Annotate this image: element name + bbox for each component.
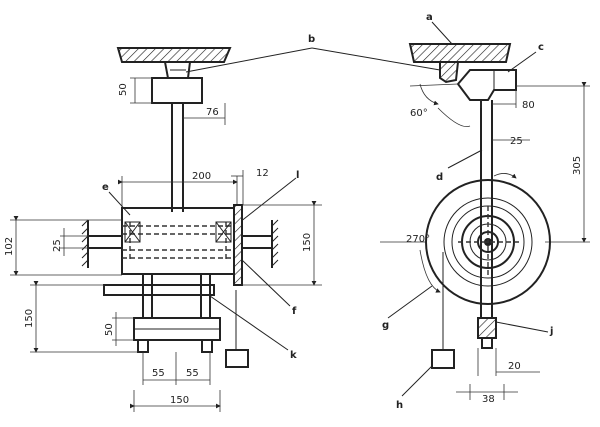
label-h: h bbox=[396, 400, 403, 411]
right-weight bbox=[431, 349, 455, 369]
dim-76: 76 bbox=[206, 107, 219, 118]
dim-20: 20 bbox=[508, 361, 521, 372]
dim-25-right: 25 bbox=[510, 136, 523, 147]
label-a: a bbox=[426, 12, 433, 23]
dim-50-top: 50 bbox=[118, 83, 129, 96]
right-view: a c 60° 80 25 305 d bbox=[380, 12, 590, 411]
dim-102: 102 bbox=[4, 237, 15, 256]
dim-150-bottom: 150 bbox=[170, 395, 189, 406]
dim-50-lower: 50 bbox=[104, 323, 115, 336]
dim-55-b: 55 bbox=[186, 368, 199, 379]
label-g: g bbox=[382, 320, 389, 331]
label-l: l bbox=[296, 170, 299, 181]
label-b-group: b bbox=[185, 34, 441, 73]
right-lever-head bbox=[456, 69, 517, 101]
left-top-plate bbox=[116, 47, 232, 63]
label-c: c bbox=[538, 42, 544, 53]
label-k: k bbox=[290, 350, 297, 361]
dim-80: 80 bbox=[522, 100, 535, 111]
left-flange bbox=[233, 204, 243, 286]
left-lower-frame bbox=[103, 284, 215, 296]
dim-55-a: 55 bbox=[152, 368, 165, 379]
dim-150-right: 150 bbox=[302, 233, 313, 252]
dim-38: 38 bbox=[482, 394, 495, 405]
left-view: 50 76 200 12 e l bbox=[4, 47, 322, 412]
dim-150-left: 150 bbox=[24, 309, 35, 328]
label-j: j bbox=[549, 326, 553, 337]
left-head-block bbox=[151, 77, 203, 104]
dim-12: 12 bbox=[256, 168, 269, 179]
right-top-plate bbox=[408, 43, 512, 63]
label-b: b bbox=[308, 34, 315, 45]
right-clamp bbox=[439, 61, 460, 84]
left-weight bbox=[225, 349, 249, 368]
dim-305: 305 bbox=[572, 156, 583, 175]
angle-60: 60° bbox=[410, 108, 428, 119]
label-f: f bbox=[292, 306, 297, 317]
label-d: d bbox=[436, 172, 443, 183]
angle-270: 270° bbox=[406, 234, 430, 245]
label-e: e bbox=[102, 182, 109, 193]
dim-25-left: 25 bbox=[52, 239, 63, 252]
dim-200: 200 bbox=[192, 171, 211, 182]
right-lower-fitting bbox=[477, 317, 497, 339]
